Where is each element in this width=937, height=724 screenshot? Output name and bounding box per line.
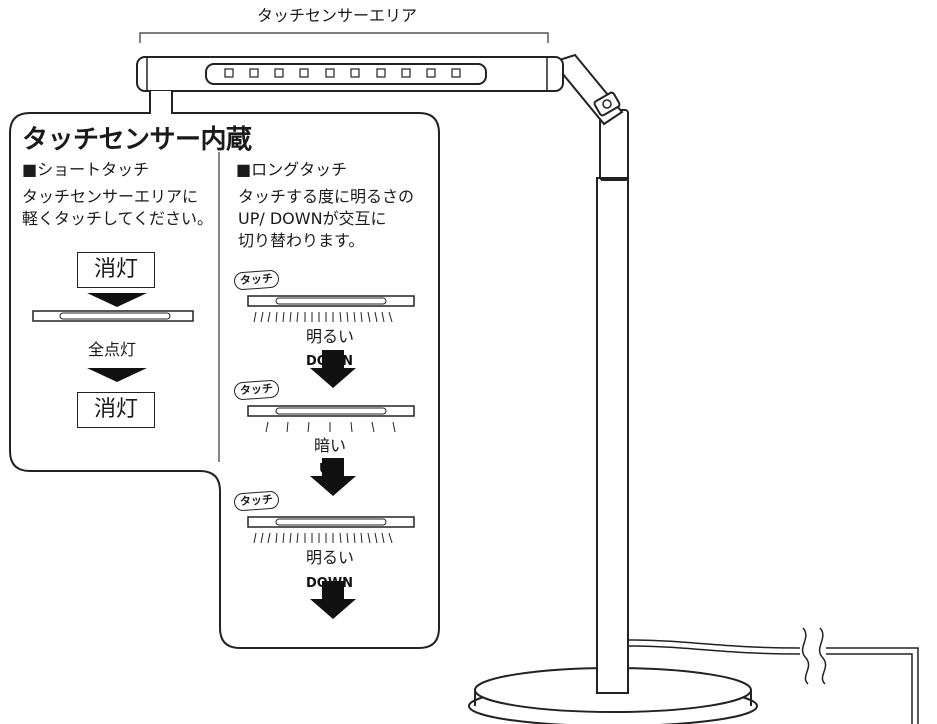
short-touch-line-1: タッチセンサーエリアに xyxy=(22,187,199,206)
lamp-head xyxy=(136,56,564,92)
panel-title: タッチセンサー内蔵 xyxy=(22,125,252,155)
direction-label-3: DOWN xyxy=(306,576,354,591)
tap-badge-3: タッチ xyxy=(233,490,280,512)
light-rays-dim xyxy=(265,421,396,433)
mini-lamp-short xyxy=(32,310,194,322)
light-rays-bright-2 xyxy=(253,532,393,544)
up-arrow-long xyxy=(310,458,356,496)
direction-label-2: UP xyxy=(319,462,340,477)
sensor-area-label: タッチセンサーエリア xyxy=(257,6,418,25)
lamp-joint xyxy=(551,53,624,126)
mini-lamp-long-3 xyxy=(247,516,415,528)
long-touch-heading: ■ロングタッチ xyxy=(236,160,348,179)
state-bright-1: 明るい xyxy=(306,327,355,346)
state-off-box-1: 消灯 xyxy=(77,252,155,288)
short-touch-heading: ■ショートタッチ xyxy=(22,160,150,179)
state-off-box-2: 消灯 xyxy=(77,392,155,428)
tap-badge-1: タッチ xyxy=(233,269,280,291)
down-arrow-2 xyxy=(87,368,147,382)
down-arrow-long-2 xyxy=(310,581,356,619)
long-touch-line-3: 切り替わります。 xyxy=(238,231,365,250)
down-arrow-1 xyxy=(87,293,147,307)
lamp-pole xyxy=(596,109,629,694)
long-touch-line-1: タッチする度に明るさの xyxy=(238,187,415,206)
state-dim: 暗い xyxy=(314,436,347,455)
direction-label-1: DOWN xyxy=(306,354,354,369)
tap-badge-2: タッチ xyxy=(233,379,280,401)
down-arrow-long-1 xyxy=(310,350,356,388)
light-rays-bright-1 xyxy=(253,311,393,323)
state-full-on: 全点灯 xyxy=(88,340,137,359)
sensor-area-bracket xyxy=(139,32,549,43)
long-touch-line-2: UP/ DOWNが交互に xyxy=(238,209,387,228)
short-touch-line-2: 軽くタッチしてください。 xyxy=(22,209,214,228)
power-cord xyxy=(627,627,919,724)
mini-lamp-long-1 xyxy=(247,295,415,307)
callout-panel xyxy=(9,91,440,649)
state-bright-2: 明るい xyxy=(306,548,355,567)
mini-lamp-long-2 xyxy=(247,405,415,417)
